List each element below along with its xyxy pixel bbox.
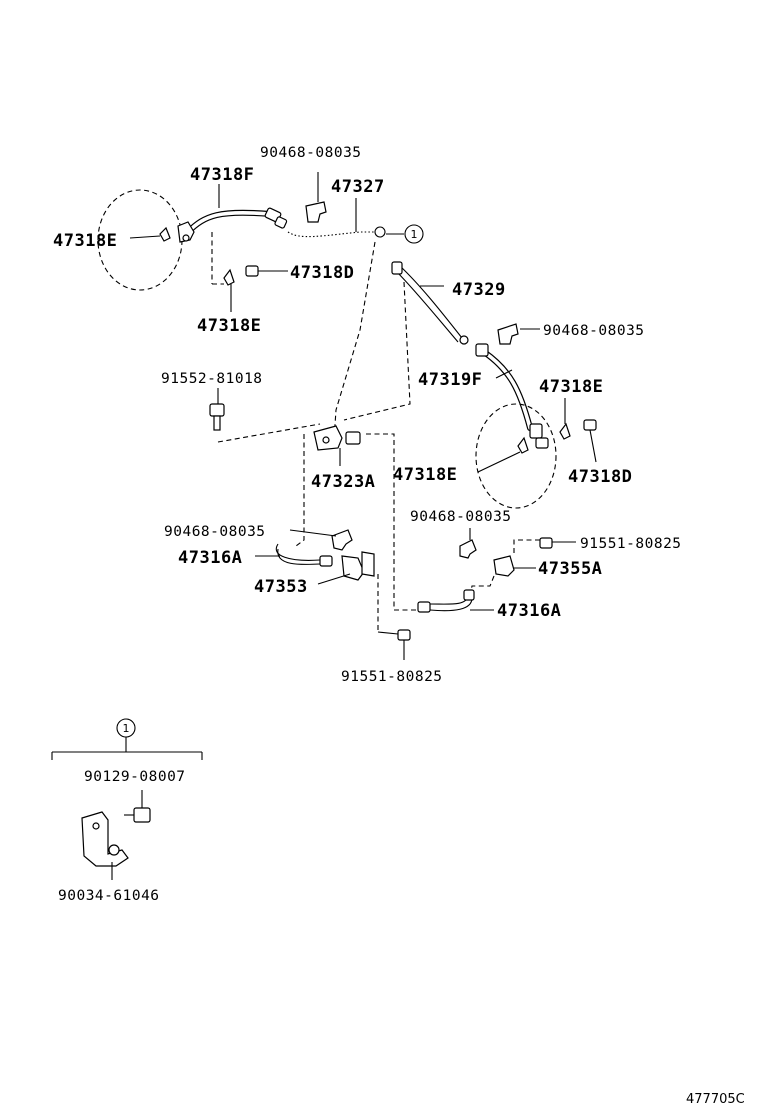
part-47318E-clip-left[interactable] xyxy=(159,226,171,242)
label-47323A: 47323A xyxy=(311,472,375,492)
part-91551-bolt-bottom[interactable] xyxy=(397,629,411,641)
label-91551-80825-right: 91551-80825 xyxy=(580,536,682,552)
part-47316A-hose-right[interactable] xyxy=(417,589,475,613)
label-90468-08035-mid-left: 90468-08035 xyxy=(164,524,266,540)
part-90129-bolt[interactable] xyxy=(124,807,151,823)
callout-1-top-number: 1 xyxy=(411,228,418,241)
dashed-route-lower-right xyxy=(366,433,418,611)
part-90468-clamp-right[interactable] xyxy=(497,323,519,345)
dashed-route-center xyxy=(343,281,411,421)
label-47327: 47327 xyxy=(331,177,385,197)
part-47318F-hose[interactable] xyxy=(177,207,288,243)
label-47318D-top: 47318D xyxy=(290,263,354,283)
part-47329-tube[interactable] xyxy=(391,261,469,345)
label-47316A-right: 47316A xyxy=(497,601,561,621)
label-47318E-below: 47318E xyxy=(197,316,261,336)
label-47316A-left: 47316A xyxy=(178,548,242,568)
label-90468-08035-top: 90468-08035 xyxy=(260,145,362,161)
label-90129-08007: 90129-08007 xyxy=(84,769,186,785)
label-47355A: 47355A xyxy=(538,559,602,579)
right-wheel-area-outline xyxy=(475,403,557,509)
callout-1-bottom-number: 1 xyxy=(123,722,130,735)
label-47318E-left: 47318E xyxy=(53,231,117,251)
part-47323A-junction[interactable] xyxy=(313,425,361,451)
label-90468-08035-mid-right: 90468-08035 xyxy=(410,509,512,525)
part-90468-clamp-mid-right[interactable] xyxy=(459,539,477,559)
part-47319F-hose[interactable] xyxy=(475,343,549,449)
part-47318E-clip-mid[interactable] xyxy=(517,436,529,454)
part-90468-clamp-top[interactable] xyxy=(305,201,327,223)
label-91552-81018: 91552-81018 xyxy=(161,371,263,387)
part-91552-bolt[interactable] xyxy=(209,403,225,431)
label-47318D-right: 47318D xyxy=(568,467,632,487)
part-47318D-bolt-top[interactable] xyxy=(245,265,288,277)
part-47353-bracket[interactable] xyxy=(341,551,375,581)
label-90034-61046: 90034-61046 xyxy=(58,888,160,904)
part-91551-bolt-right[interactable] xyxy=(539,537,553,549)
dashed-route-lower-left xyxy=(295,434,305,547)
label-47318E-right: 47318E xyxy=(539,377,603,397)
label-91551-80825-bottom: 91551-80825 xyxy=(341,669,443,685)
part-47316A-hose-left[interactable] xyxy=(275,543,333,567)
label-47318E-mid: 47318E xyxy=(393,465,457,485)
part-47318E-clip-below[interactable] xyxy=(223,268,235,286)
label-47318F: 47318F xyxy=(190,165,254,185)
part-47355A-bracket[interactable] xyxy=(493,555,515,577)
part-47318E-clip-right[interactable] xyxy=(559,422,571,440)
dashed-route-left xyxy=(333,241,376,441)
part-47318D-bolt-right[interactable] xyxy=(583,419,597,463)
part-90468-clamp-mid-left[interactable] xyxy=(331,529,353,551)
callout-1-top-circle xyxy=(404,224,424,244)
label-90468-08035-right: 90468-08035 xyxy=(543,323,645,339)
part-90034-clamp[interactable] xyxy=(81,811,129,867)
label-47353: 47353 xyxy=(254,577,308,597)
part-47327-pipe[interactable] xyxy=(287,231,374,238)
label-47319F: 47319F xyxy=(418,370,482,390)
diagram-reference-code: 477705C xyxy=(686,1092,745,1107)
label-47329: 47329 xyxy=(452,280,506,300)
